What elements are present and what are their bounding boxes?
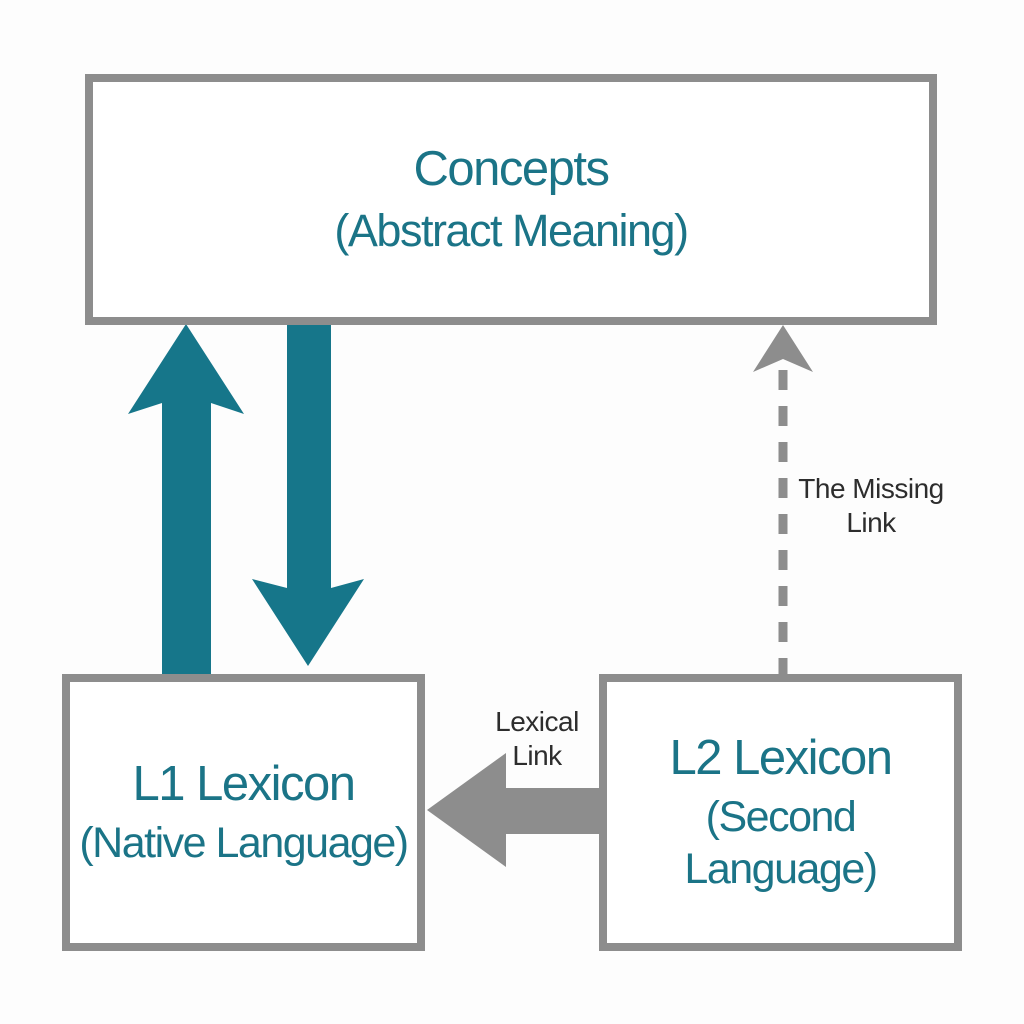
l2-to-concepts-dashed-arrowhead-icon — [753, 325, 813, 372]
l2-lexicon-box-title: L2 Lexicon — [669, 730, 893, 785]
concepts-box-title: Concepts — [413, 142, 610, 197]
lexical-link-label: Lexical Link — [495, 706, 579, 772]
concepts-box: Concepts (Abstract Meaning) — [85, 74, 937, 325]
l1-lexicon-box-title: L1 Lexicon — [132, 756, 356, 811]
l1-lexicon-box: L1 Lexicon (Native Language) — [62, 674, 425, 951]
concepts-to-l1-down-arrow-icon — [252, 318, 364, 666]
l1-lexicon-box-subtitle: (Native Language) — [79, 818, 409, 867]
concepts-box-subtitle: (Abstract Meaning) — [334, 204, 689, 256]
l1-to-concepts-up-arrow-icon — [128, 324, 244, 690]
l2-lexicon-box-subtitle: (Second Language) — [684, 793, 878, 893]
l2-lexicon-box: L2 Lexicon (Second Language) — [599, 674, 962, 951]
missing-link-label: The Missing Link — [798, 473, 944, 539]
